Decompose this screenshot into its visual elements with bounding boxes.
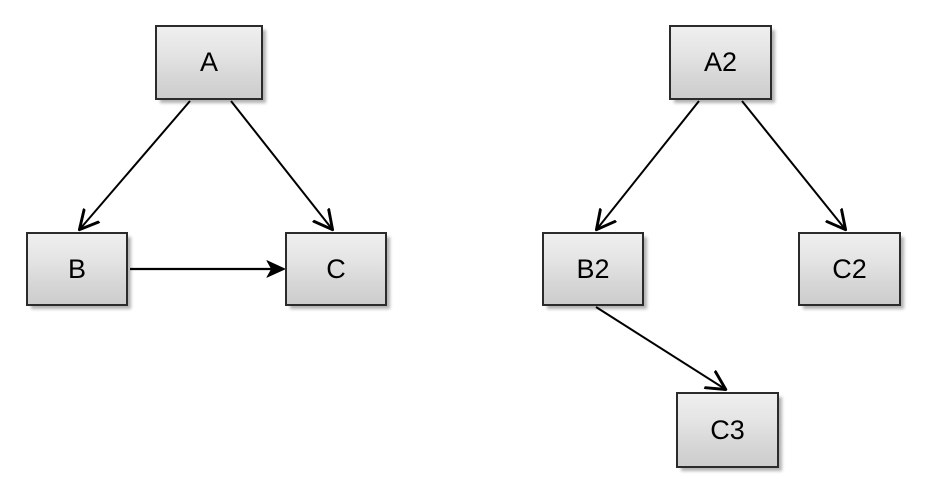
node-c3[interactable]: C3 (676, 392, 779, 468)
node-c2[interactable]: C2 (798, 232, 901, 306)
node-a[interactable]: A (155, 25, 263, 100)
edge-a-to-b[interactable] (80, 100, 191, 229)
node-c[interactable]: C (285, 232, 387, 306)
node-label: C (326, 253, 346, 284)
node-label: C3 (710, 414, 745, 445)
edge-a2-to-b2[interactable] (597, 100, 700, 229)
node-label: A2 (703, 47, 738, 77)
node-label: B2 (576, 253, 610, 284)
edges-group (80, 100, 845, 389)
node-label: B (67, 253, 86, 284)
node-label: A (199, 47, 218, 77)
node-label: C2 (832, 253, 867, 284)
edge-a-to-c[interactable] (230, 100, 332, 229)
node-b2[interactable]: B2 (542, 232, 644, 306)
edge-b2-to-c3[interactable] (595, 306, 725, 389)
node-a2[interactable]: A2 (669, 25, 772, 100)
edge-a2-to-c2[interactable] (741, 100, 845, 229)
node-b[interactable]: B (26, 232, 128, 306)
